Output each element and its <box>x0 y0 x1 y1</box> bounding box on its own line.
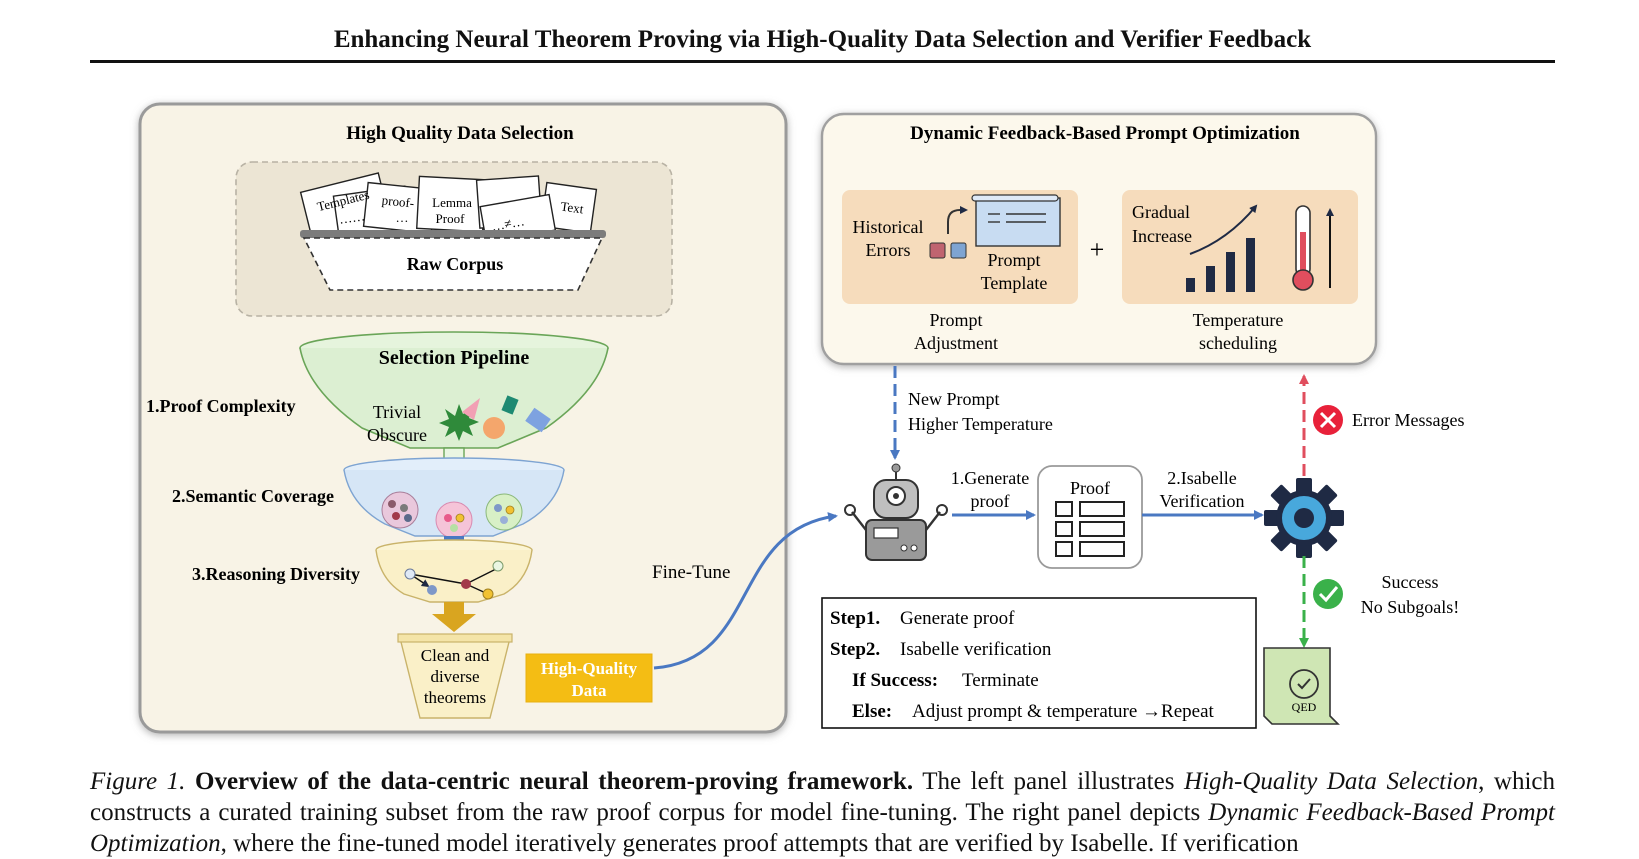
hq-data-line2: Data <box>572 681 607 700</box>
filter-obscure: Obscure <box>367 425 427 445</box>
prompt-caption-line1: Prompt <box>929 310 982 330</box>
output-line1: Clean and <box>421 646 490 665</box>
temp-caption-line2: scheduling <box>1199 333 1277 353</box>
header-rule <box>90 60 1555 63</box>
template-line1: Prompt <box>987 250 1040 270</box>
temp-caption-line1: Temperature <box>1193 310 1284 330</box>
step-text: Isabelle verification <box>900 639 1052 660</box>
triangle-shape-icon <box>462 398 480 420</box>
paper-proof-dots: … <box>396 210 409 225</box>
list-icon <box>1055 501 1125 557</box>
template-line2: Template <box>981 273 1048 293</box>
trend-arrow-icon <box>1189 204 1258 255</box>
raw-corpus-label: Raw Corpus <box>407 254 504 274</box>
caption-label: Figure 1. <box>90 768 186 795</box>
step-key: Step1. <box>830 608 880 629</box>
step-key: Step2. <box>830 639 880 660</box>
paper-neq: …≠… <box>490 213 525 234</box>
qed-scroll-icon: QED <box>1263 647 1340 725</box>
corpus-papers: Templates …… proof- … Lemma Proof …≠… Te… <box>299 172 598 243</box>
generate-line1: 1.Generate <box>951 468 1029 488</box>
right-panel: Dynamic Feedback-Based Prompt Optimizati… <box>820 112 1378 366</box>
curved-arrow-icon <box>947 206 968 234</box>
temperature-box: Gradual Increase <box>1122 190 1358 304</box>
left-panel: High Quality Data Selection Templates ……… <box>138 102 788 734</box>
gear-icon <box>1264 478 1344 558</box>
paper-text: Text <box>560 198 585 216</box>
diversity-graph <box>404 560 504 600</box>
diamond-shape-icon <box>525 407 551 433</box>
paper-lemma-proof: Proof <box>436 211 466 226</box>
framework-figure: High Quality Data Selection Templates ……… <box>138 102 1464 734</box>
caption-text-1: The left panel illustrates <box>913 768 1184 795</box>
left-panel-title: High Quality Data Selection <box>346 123 574 144</box>
error-square-icon <box>929 242 946 259</box>
caption-text-2: , which constructs a curated training su… <box>90 768 1555 826</box>
selection-funnel: Selection Pipeline Trivial Obscure <box>299 331 609 719</box>
prompt-adjustment-box: Historical Errors Prompt Template <box>842 190 1078 304</box>
plus-sign: + <box>1090 235 1105 264</box>
scroll-template-icon <box>971 194 1061 247</box>
step-text: Generate proof <box>900 608 1015 629</box>
corpus-shelf <box>300 230 606 238</box>
proof-label: Proof <box>1070 478 1110 498</box>
generate-line2: proof <box>971 491 1010 511</box>
step-reasoning-diversity: 3.Reasoning Diversity <box>192 564 360 584</box>
historical-line2: Errors <box>866 240 911 260</box>
verification-line1: 2.Isabelle <box>1167 468 1236 488</box>
prompt-caption-line2: Adjustment <box>914 333 998 353</box>
fine-tune-label: Fine-Tune <box>652 562 730 583</box>
square-shape-icon <box>501 395 519 415</box>
blob-shape-icon <box>483 417 505 439</box>
output-line3: theorems <box>424 688 486 707</box>
step-key: Else: <box>852 701 892 722</box>
pipeline-title: Selection Pipeline <box>379 347 530 369</box>
caption-bold: Overview of the data-centric neural theo… <box>195 768 914 795</box>
output-line2: diverse <box>430 667 479 686</box>
success-check-icon <box>1313 579 1343 609</box>
paper-proof: proof- <box>381 192 415 210</box>
step-text: Terminate <box>962 670 1039 691</box>
qed-label: QED <box>1292 700 1317 714</box>
paper-lemma: Lemma <box>432 195 472 210</box>
verification-line2: Verification <box>1160 491 1245 511</box>
new-prompt-line2: Higher Temperature <box>908 414 1053 434</box>
hq-data-line1: High-Quality <box>541 659 638 678</box>
fine-tune-arrow <box>653 512 838 670</box>
error-messages-label: Error Messages <box>1352 410 1464 430</box>
coverage-clusters <box>381 491 523 539</box>
figure-caption: Figure 1. Overview of the data-centric n… <box>90 766 1555 859</box>
running-title: Enhancing Neural Theorem Proving via Hig… <box>333 26 1312 53</box>
right-panel-title: Dynamic Feedback-Based Prompt Optimizati… <box>910 123 1300 144</box>
hq-data-box <box>525 653 653 703</box>
caption-emph-1: High-Quality Data Selection <box>1184 768 1479 795</box>
gradual-line1: Gradual <box>1132 202 1190 222</box>
historical-line1: Historical <box>853 217 924 237</box>
raw-corpus: Templates …… proof- … Lemma Proof …≠… Te… <box>235 161 673 317</box>
success-line2: No Subgoals! <box>1361 597 1460 617</box>
step-text: Adjust prompt & temperature →Repeat <box>912 701 1215 722</box>
robot-icon <box>844 463 948 561</box>
gradual-line2: Increase <box>1132 226 1192 246</box>
paper-dots: …… <box>338 208 366 226</box>
proof-box: Proof <box>1037 465 1143 569</box>
bar-growth-icon <box>1186 238 1255 292</box>
error-square-icon <box>950 242 967 259</box>
new-prompt-line1: New Prompt <box>908 389 1000 409</box>
step-key: If Success: <box>852 670 938 691</box>
filter-trivial: Trivial <box>373 402 421 422</box>
thermometer-icon <box>1292 205 1314 291</box>
success-line1: Success <box>1382 572 1439 592</box>
pipeline-arrow-gold <box>432 602 476 632</box>
step-proof-complexity: 1.Proof Complexity <box>146 396 296 416</box>
step-semantic-coverage: 2.Semantic Coverage <box>172 486 334 506</box>
error-close-icon <box>1313 405 1343 435</box>
corpus-bin <box>302 237 604 291</box>
caption-text-3: , where the fine-tuned model iteratively… <box>220 830 1299 857</box>
